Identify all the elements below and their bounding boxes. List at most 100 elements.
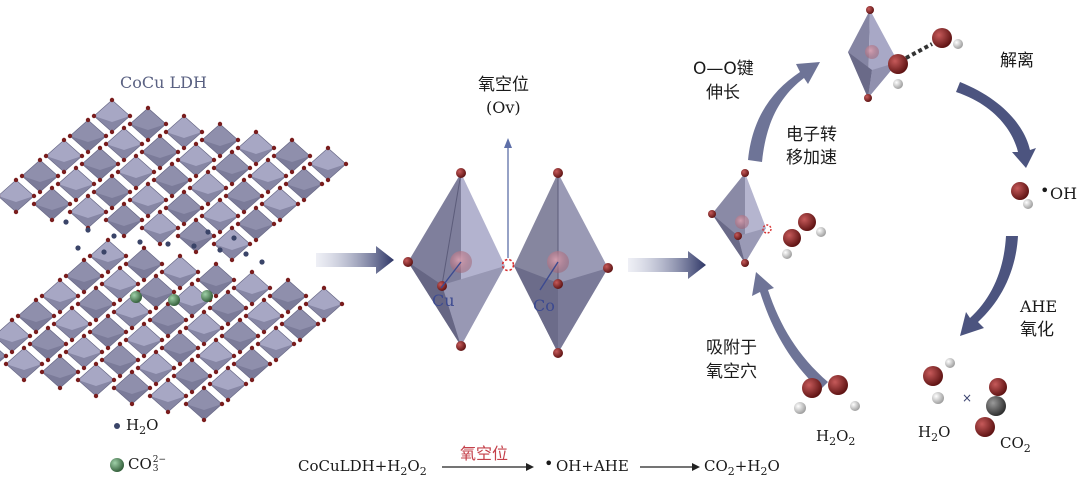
ldh-oxygen: [229, 149, 235, 155]
ldh-oxygen: [37, 189, 43, 195]
ldh-octahedron-face: [274, 156, 310, 172]
ldh-octahedron-face: [126, 264, 162, 280]
ldh-oxygen: [3, 353, 9, 359]
ldh-oxygen: [217, 197, 223, 203]
ldh-oxygen: [135, 281, 141, 287]
interlayer-water-dot: [63, 219, 69, 225]
ldh-octahedron-face: [234, 364, 270, 380]
ldh-octahedron-face: [142, 228, 178, 244]
ldh-octahedron-face: [286, 184, 322, 200]
interlayer-water-dot: [165, 241, 171, 247]
ldh-oxygen: [249, 377, 255, 383]
ldh-oxygen: [163, 121, 169, 127]
ldh-oxygen: [105, 237, 111, 243]
cycle-arrow-bottom-left: [752, 272, 828, 390]
ldh-oxygen: [109, 129, 115, 135]
ldh-oxygen: [103, 141, 109, 147]
process-arrow-2: [628, 251, 706, 279]
ldh-oxygen: [31, 193, 37, 199]
ldh-oxygen: [325, 177, 331, 183]
ldh-oxygen: [225, 365, 231, 371]
ldh-oxygen: [141, 353, 147, 359]
ldh-oxygen: [213, 293, 219, 299]
ldh-oxygen: [93, 393, 99, 399]
ldh-octahedron-face: [214, 168, 250, 184]
interlayer-water-dot: [191, 243, 197, 249]
ldh-oxygen: [157, 209, 163, 215]
ldh-oxygen: [51, 313, 57, 319]
ldh-oxygen: [321, 317, 327, 323]
ldh-octahedron-face: [150, 396, 186, 412]
ldh-octahedron-face: [114, 312, 150, 328]
ldh-oxygen: [81, 289, 87, 295]
ldh-oxygen: [301, 197, 307, 203]
ldh-oxygen: [285, 309, 291, 315]
ldh-oxygen: [103, 133, 109, 139]
ldh-oxygen: [147, 309, 153, 315]
ldh-oxygen: [205, 201, 211, 207]
ldh-oxygen: [121, 201, 127, 207]
ldh-oxygen: [195, 269, 201, 275]
ldh-octahedron-face: [106, 144, 142, 160]
ldh-oxygen: [301, 165, 307, 171]
ldh-oxygen: [271, 221, 277, 227]
ldh-oxygen: [117, 341, 123, 347]
cu-label: Cu: [432, 291, 455, 310]
ldh-octahedron-face: [166, 208, 202, 224]
ldh-octahedron-face: [186, 404, 222, 420]
ldh-oxygen: [151, 177, 157, 183]
ldh-oxygen: [159, 269, 165, 275]
ldh-oxygen: [139, 141, 145, 147]
ov-label-line2: (Ov): [486, 98, 521, 117]
ldh-oxygen: [157, 165, 163, 171]
ldh-oxygen: [175, 225, 181, 231]
h2o-product-label: H2O: [918, 423, 951, 444]
interlayer-water-dot: [231, 235, 237, 241]
ldh-oxygen: [123, 261, 129, 267]
ldh-oxygen: [79, 161, 85, 167]
interlayer-species: [63, 219, 265, 306]
ldh-oxygen: [99, 349, 105, 355]
ldh-octahedron-face: [306, 304, 342, 320]
ldh-octahedron-face: [262, 204, 298, 220]
ldh-oxygen: [235, 145, 241, 151]
ldh-octahedron-face: [102, 284, 138, 300]
ldh-oxygen: [183, 317, 189, 323]
co2-product-label: CO2: [1000, 434, 1031, 455]
ldh-oxygen: [97, 145, 103, 151]
ldh-oxygen: [261, 329, 267, 335]
ldh-oxygen: [31, 201, 37, 207]
ldh-oxygen: [135, 357, 141, 363]
ldh-oxygen: [181, 145, 187, 151]
ldh-oxygen: [105, 269, 111, 275]
ldh-oxygen: [75, 377, 81, 383]
ldh-oxygen: [219, 325, 225, 331]
ldh-oxygen: [165, 333, 171, 339]
ldh-octahedron-face: [138, 368, 174, 384]
ldh-oxygen: [75, 293, 81, 299]
ldh-oxygen: [27, 341, 33, 347]
ldh-oxygen: [273, 325, 279, 331]
legend-water-label: H2O: [126, 416, 159, 437]
ldh-octahedron-face: [0, 336, 30, 352]
equation-mid-dot: •: [544, 454, 554, 473]
ldh-oxygen: [231, 353, 237, 359]
ldh-oxygen: [79, 153, 85, 159]
ldh-oxygen: [111, 301, 117, 307]
ldh-oxygen: [123, 337, 129, 343]
ldh-octahedron-face: [198, 356, 234, 372]
ldh-oxygen: [267, 361, 273, 367]
ldh-oxygen: [105, 313, 111, 319]
ldh-oxygen: [69, 305, 75, 311]
ldh-oxygen: [3, 361, 9, 367]
ldh-octahedron-face: [310, 164, 346, 180]
ldh-oxygen: [183, 393, 189, 399]
ldh-octahedron-face: [70, 212, 106, 228]
ldh-oxygen: [99, 357, 105, 363]
ldh-oxygen: [57, 309, 63, 315]
interlayer-carbonate: [130, 291, 142, 303]
ldh-oxygen: [61, 137, 67, 143]
ldh-oxygen: [211, 233, 217, 239]
ldh-oxygen: [99, 281, 105, 287]
